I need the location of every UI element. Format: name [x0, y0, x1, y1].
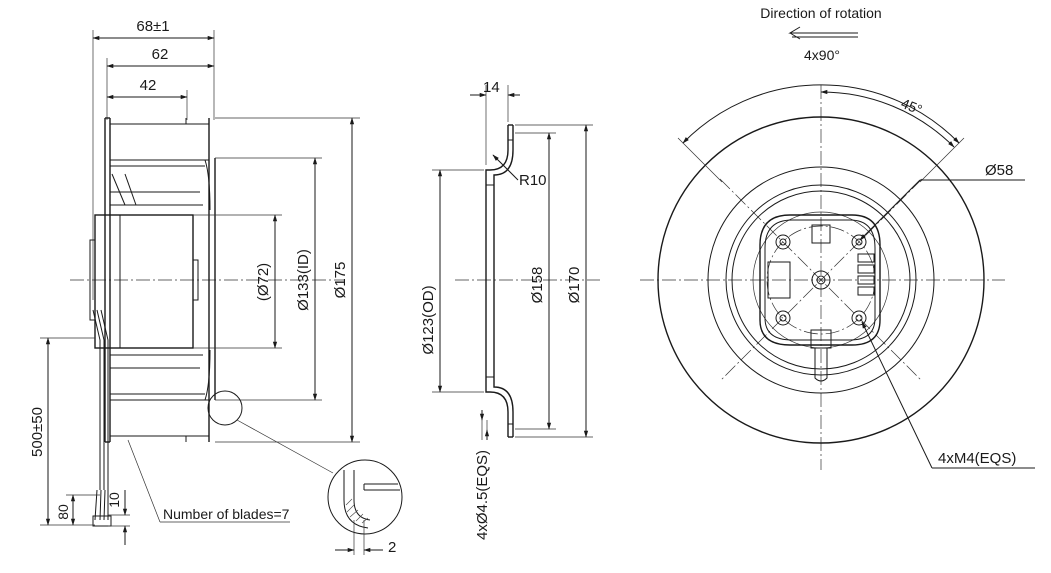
impeller-side-body — [89, 117, 216, 443]
motor-cable — [92, 309, 112, 527]
dim-mounting-holes: 4xØ4.5(EQS) — [474, 450, 491, 540]
detail-view: 2 — [327, 459, 403, 556]
front-view: Direction of rotation 4x90° 45° — [640, 5, 1035, 470]
dim-cable-end: 10 — [106, 492, 122, 508]
dim-detail-thickness: 2 — [388, 539, 396, 556]
dim-width-overall: 68±1 — [136, 18, 169, 35]
dim-width-inner: 42 — [140, 77, 157, 94]
motor-plate — [759, 214, 881, 382]
label-number-of-blades: Number of blades=7 — [163, 506, 290, 522]
dim-cable-strip: 80 — [55, 504, 71, 520]
dim-od-diameter: Ø123(OD) — [420, 285, 437, 354]
dim-threads: 4xM4(EQS) — [938, 450, 1016, 467]
dim-angle-total: 4x90° — [804, 47, 840, 63]
dim-width-mid: 62 — [152, 46, 169, 63]
dim-flange-depth: 14 — [483, 79, 500, 96]
dim-inlet-diameter: Ø133(ID) — [295, 249, 312, 311]
dim-outer-diameter: Ø175 — [332, 262, 349, 299]
rotation-arrow-icon — [788, 26, 858, 40]
flange-profile — [485, 125, 509, 437]
profile-view: 14 R10 Ø123(OD) Ø158 Ø170 4xØ4.5(EQS) — [420, 79, 600, 540]
dim-flange-radius: R10 — [519, 172, 547, 189]
dim-cable-length: 500±50 — [29, 407, 46, 457]
dim-flange-diameter: Ø170 — [566, 267, 583, 304]
dim-angle-half: 45° — [899, 95, 925, 118]
detail-marker-circle — [207, 390, 243, 426]
dim-inner-circle-diameter: Ø58 — [985, 162, 1013, 179]
dim-bolt-circle-diameter: Ø158 — [529, 267, 546, 304]
label-direction-of-rotation: Direction of rotation — [760, 5, 881, 21]
side-view: 68±1 62 42 — [29, 18, 403, 556]
dim-hub-diameter: (Ø72) — [255, 263, 272, 301]
